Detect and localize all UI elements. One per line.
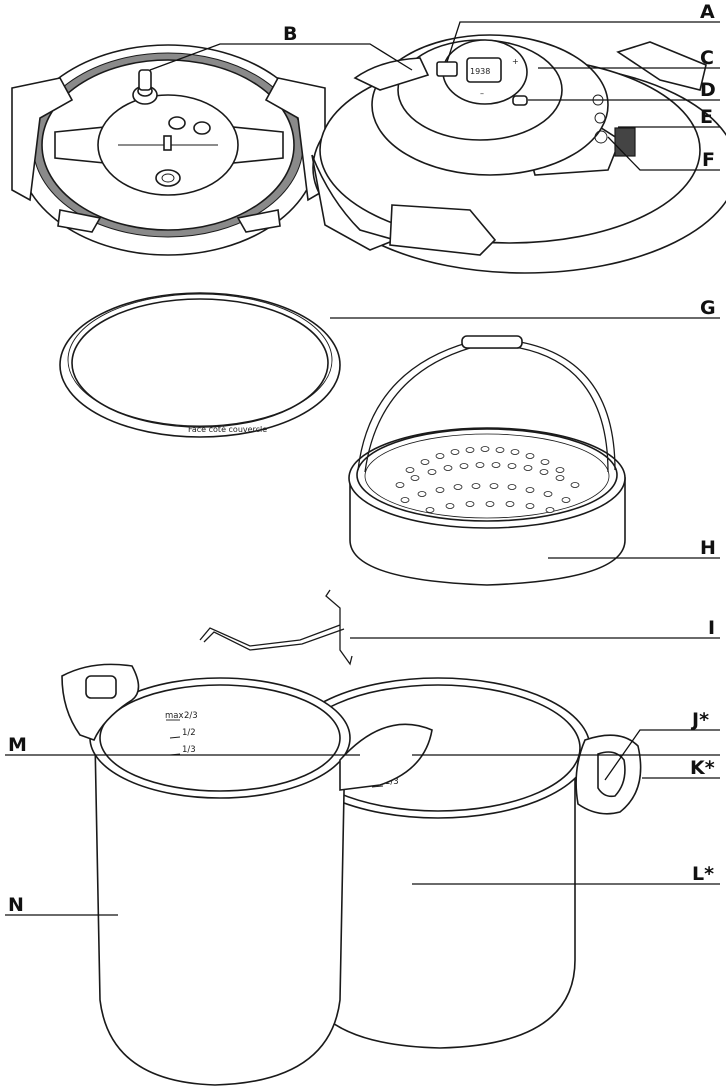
leader-lines — [5, 21, 720, 916]
label-g: G — [700, 297, 716, 319]
label-m: M — [8, 734, 27, 756]
small-pot-one-third: 1/3 — [182, 745, 196, 755]
lid-underside — [11, 44, 326, 256]
small-pot-half: 1/2 — [182, 728, 196, 738]
label-b: B — [283, 23, 297, 45]
steam-basket — [348, 335, 626, 586]
label-i: I — [708, 617, 715, 639]
label-h: H — [700, 537, 716, 559]
part-labels: A B C D E F G H I J* K* L* M N — [8, 1, 716, 916]
label-c: C — [700, 47, 714, 69]
svg-text:–: – — [480, 89, 484, 98]
gasket-marking: Face côté couvercle — [188, 424, 267, 434]
gasket: Face côté couvercle — [59, 292, 341, 438]
label-f: F — [702, 149, 715, 171]
label-l: L* — [692, 863, 714, 885]
label-d: D — [700, 79, 716, 101]
small-pot-max: max — [165, 711, 184, 721]
label-j: J* — [690, 709, 709, 731]
label-a: A — [700, 1, 715, 23]
svg-text:1938: 1938 — [470, 67, 490, 76]
large-pot-one-third: 1/3 — [385, 777, 399, 787]
small-pot: max 2/3 1/2 1/3 — [61, 663, 433, 1086]
svg-text:+: + — [512, 57, 519, 66]
label-k: K* — [690, 757, 715, 779]
lid-top: 1938 + – — [311, 34, 726, 274]
label-e: E — [700, 106, 713, 128]
small-pot-two-thirds: 2/3 — [184, 711, 198, 721]
basket-stand — [199, 589, 353, 666]
label-n: N — [8, 894, 24, 916]
basket-holes — [395, 446, 580, 513]
